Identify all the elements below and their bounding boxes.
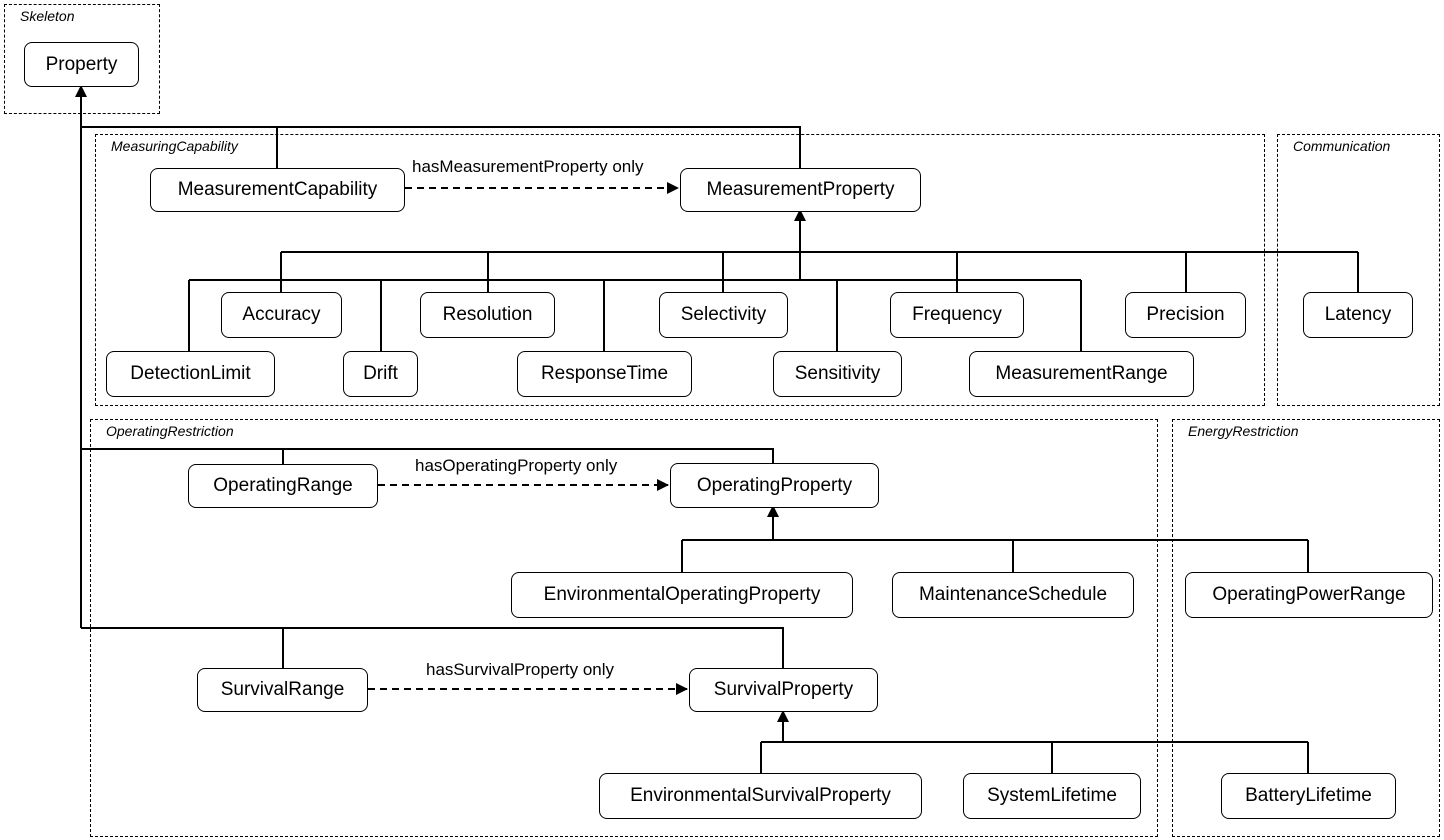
node-battery-lifetime[interactable]: BatteryLifetime	[1221, 773, 1396, 819]
group-communication: Communication	[1277, 134, 1440, 406]
node-property[interactable]: Property	[24, 42, 139, 87]
node-sensitivity[interactable]: Sensitivity	[773, 351, 902, 397]
group-energy-restriction: EnergyRestriction	[1172, 419, 1440, 837]
group-measuring-capability-label: MeasuringCapability	[111, 138, 238, 154]
node-response-time[interactable]: ResponseTime	[517, 351, 692, 397]
group-skeleton-label: Skeleton	[20, 8, 75, 24]
node-detection-limit[interactable]: DetectionLimit	[106, 351, 275, 397]
node-measurement-property[interactable]: MeasurementProperty	[680, 168, 921, 212]
label-has-operating-property: hasOperatingProperty only	[415, 456, 618, 475]
node-system-lifetime[interactable]: SystemLifetime	[963, 773, 1141, 819]
group-operating-restriction-label: OperatingRestriction	[106, 423, 234, 439]
survival-property-link	[283, 627, 784, 668]
node-selectivity[interactable]: Selectivity	[659, 292, 788, 338]
node-measurement-range[interactable]: MeasurementRange	[969, 351, 1194, 397]
node-frequency[interactable]: Frequency	[890, 292, 1024, 338]
node-accuracy[interactable]: Accuracy	[221, 292, 342, 338]
label-has-survival-property: hasSurvivalProperty only	[426, 660, 615, 679]
group-measuring-capability: MeasuringCapability	[95, 134, 1265, 406]
node-operating-property[interactable]: OperatingProperty	[670, 463, 879, 508]
group-energy-restriction-label: EnergyRestriction	[1188, 423, 1299, 439]
measurement-property-link	[277, 126, 801, 168]
group-operating-restriction: OperatingRestriction	[90, 419, 1158, 837]
node-resolution[interactable]: Resolution	[420, 292, 555, 338]
node-environmental-survival-property[interactable]: EnvironmentalSurvivalProperty	[599, 773, 922, 819]
group-skeleton: Skeleton	[4, 4, 160, 114]
node-survival-property[interactable]: SurvivalProperty	[689, 668, 878, 712]
node-measurement-capability[interactable]: MeasurementCapability	[150, 168, 405, 212]
node-survival-range[interactable]: SurvivalRange	[197, 668, 368, 712]
node-operating-power-range[interactable]: OperatingPowerRange	[1185, 572, 1433, 618]
node-precision[interactable]: Precision	[1125, 292, 1246, 338]
label-has-measurement-property: hasMeasurementProperty only	[412, 157, 644, 176]
node-environmental-operating-property[interactable]: EnvironmentalOperatingProperty	[511, 572, 853, 618]
node-operating-range[interactable]: OperatingRange	[188, 464, 378, 508]
node-drift[interactable]: Drift	[343, 351, 418, 397]
node-latency[interactable]: Latency	[1303, 292, 1413, 338]
group-communication-label: Communication	[1293, 138, 1391, 154]
node-maintenance-schedule[interactable]: MaintenanceSchedule	[892, 572, 1134, 618]
operating-property-link	[283, 448, 774, 463]
